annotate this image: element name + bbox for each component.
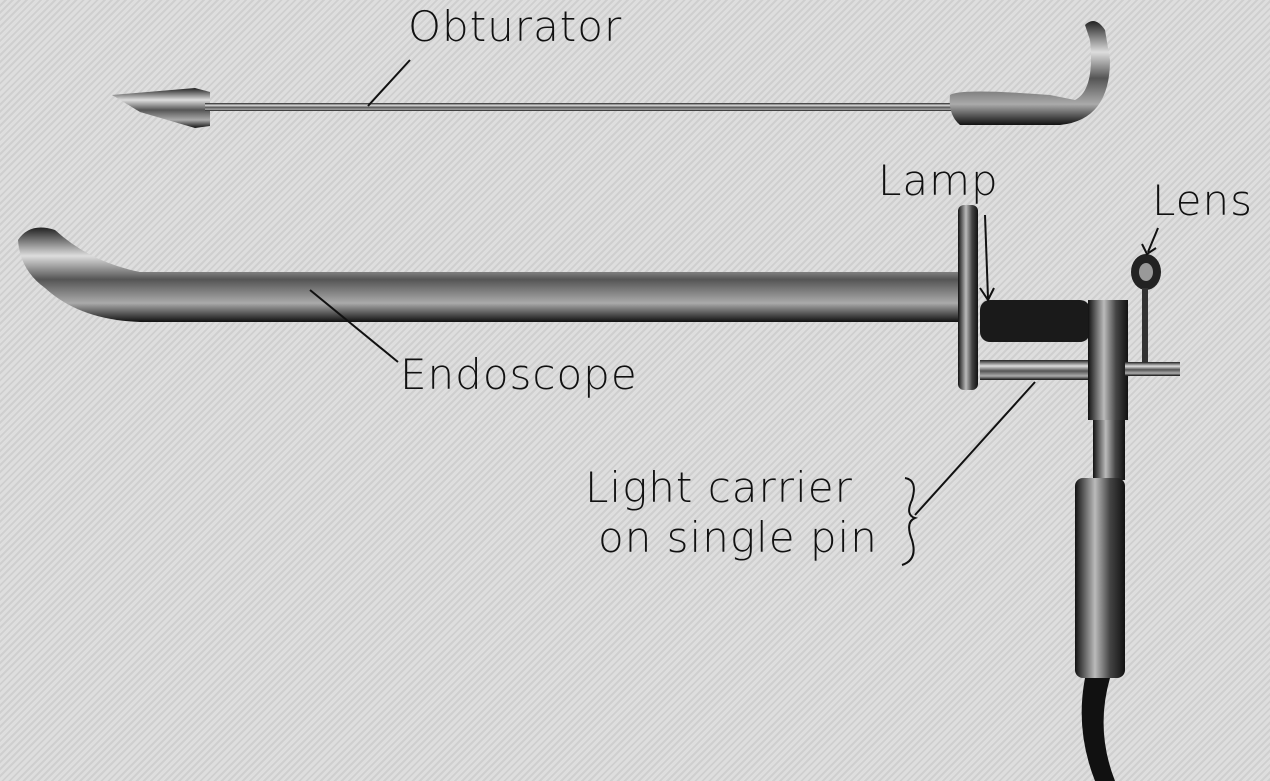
leader-lines — [309, 59, 1159, 566]
endoscope — [18, 205, 1180, 781]
obturator — [112, 21, 1110, 128]
label-endoscope: Endoscope — [400, 350, 638, 399]
label-lamp: Lamp — [878, 156, 999, 205]
label-light-carrier-line2: on single pin — [598, 513, 878, 562]
label-obturator: Obturator — [408, 2, 623, 51]
label-lens: Lens — [1152, 176, 1254, 225]
label-light-carrier-line1: Light carrier — [585, 463, 853, 512]
